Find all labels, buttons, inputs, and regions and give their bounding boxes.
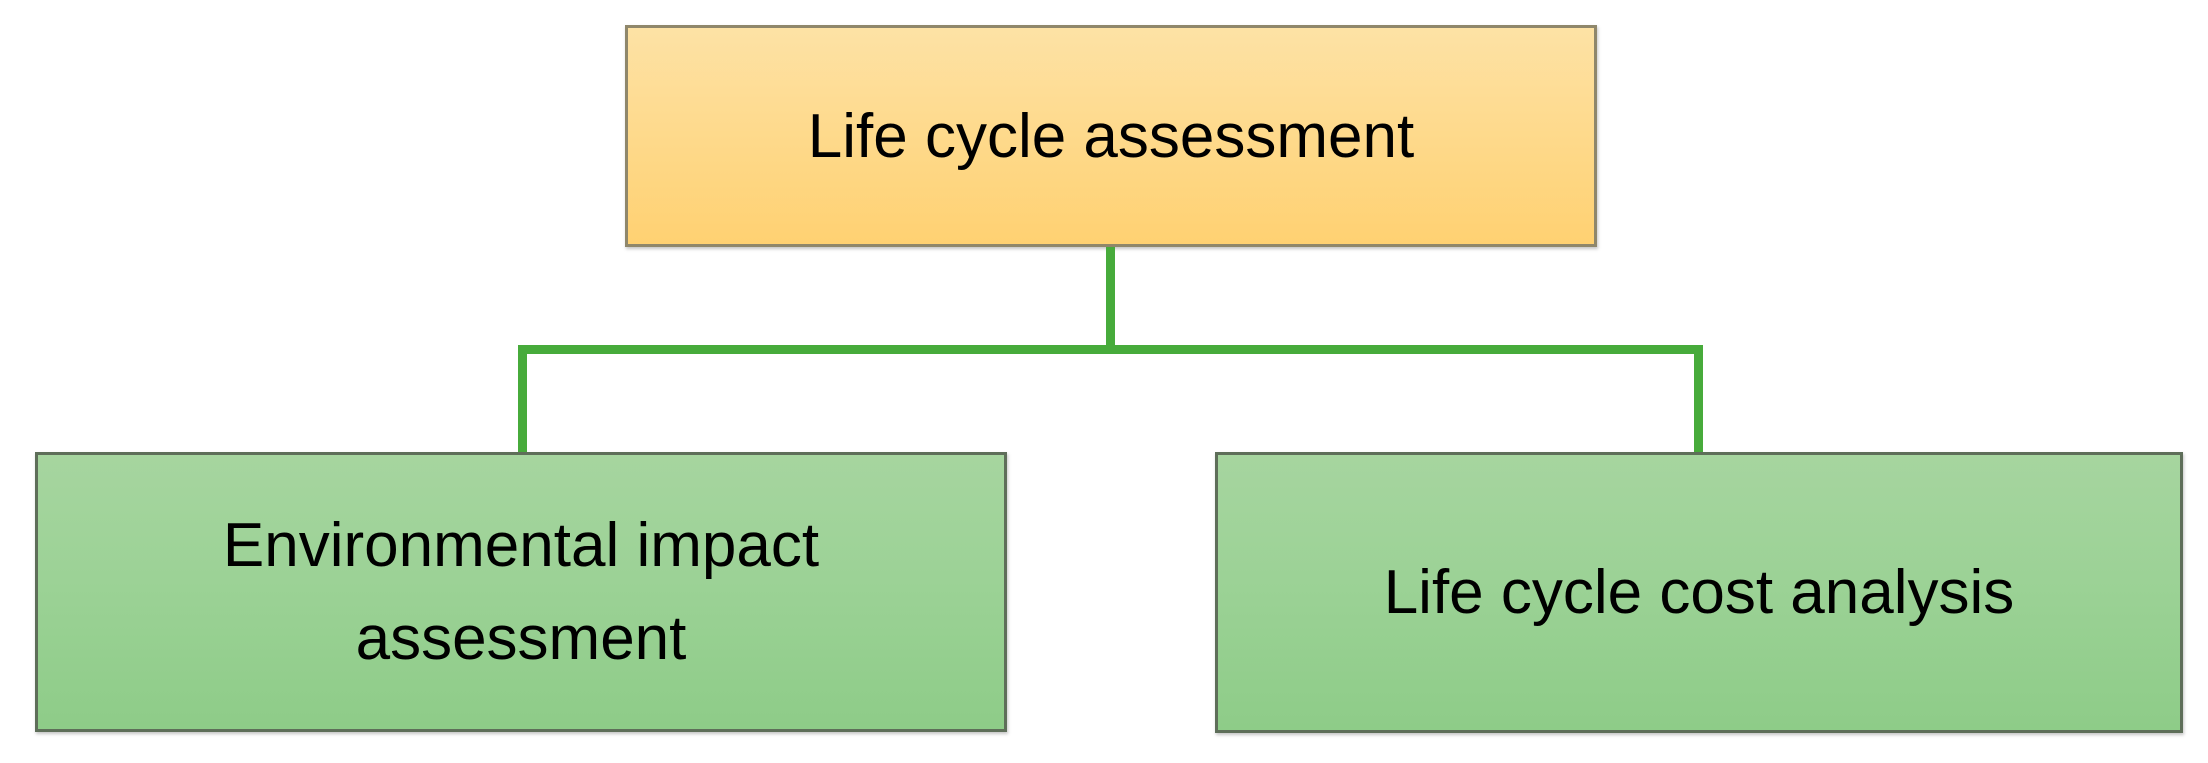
connector-right-drop <box>1694 345 1703 452</box>
node-life-cycle-assessment: Life cycle assessment <box>625 25 1597 247</box>
connector-root-stem <box>1106 247 1115 354</box>
node-life-cycle-cost-analysis-label: Life cycle cost analysis <box>1383 558 2015 627</box>
node-life-cycle-cost-analysis: Life cycle cost analysis <box>1215 452 2183 733</box>
node-environmental-impact-assessment: Environmental impact assessment <box>35 452 1007 732</box>
node-life-cycle-assessment-label: Life cycle assessment <box>807 101 1415 171</box>
node-environmental-impact-assessment-label: Environmental impact assessment <box>222 511 820 673</box>
connector-horizontal-bar <box>518 345 1703 354</box>
connector-left-drop <box>518 345 527 452</box>
